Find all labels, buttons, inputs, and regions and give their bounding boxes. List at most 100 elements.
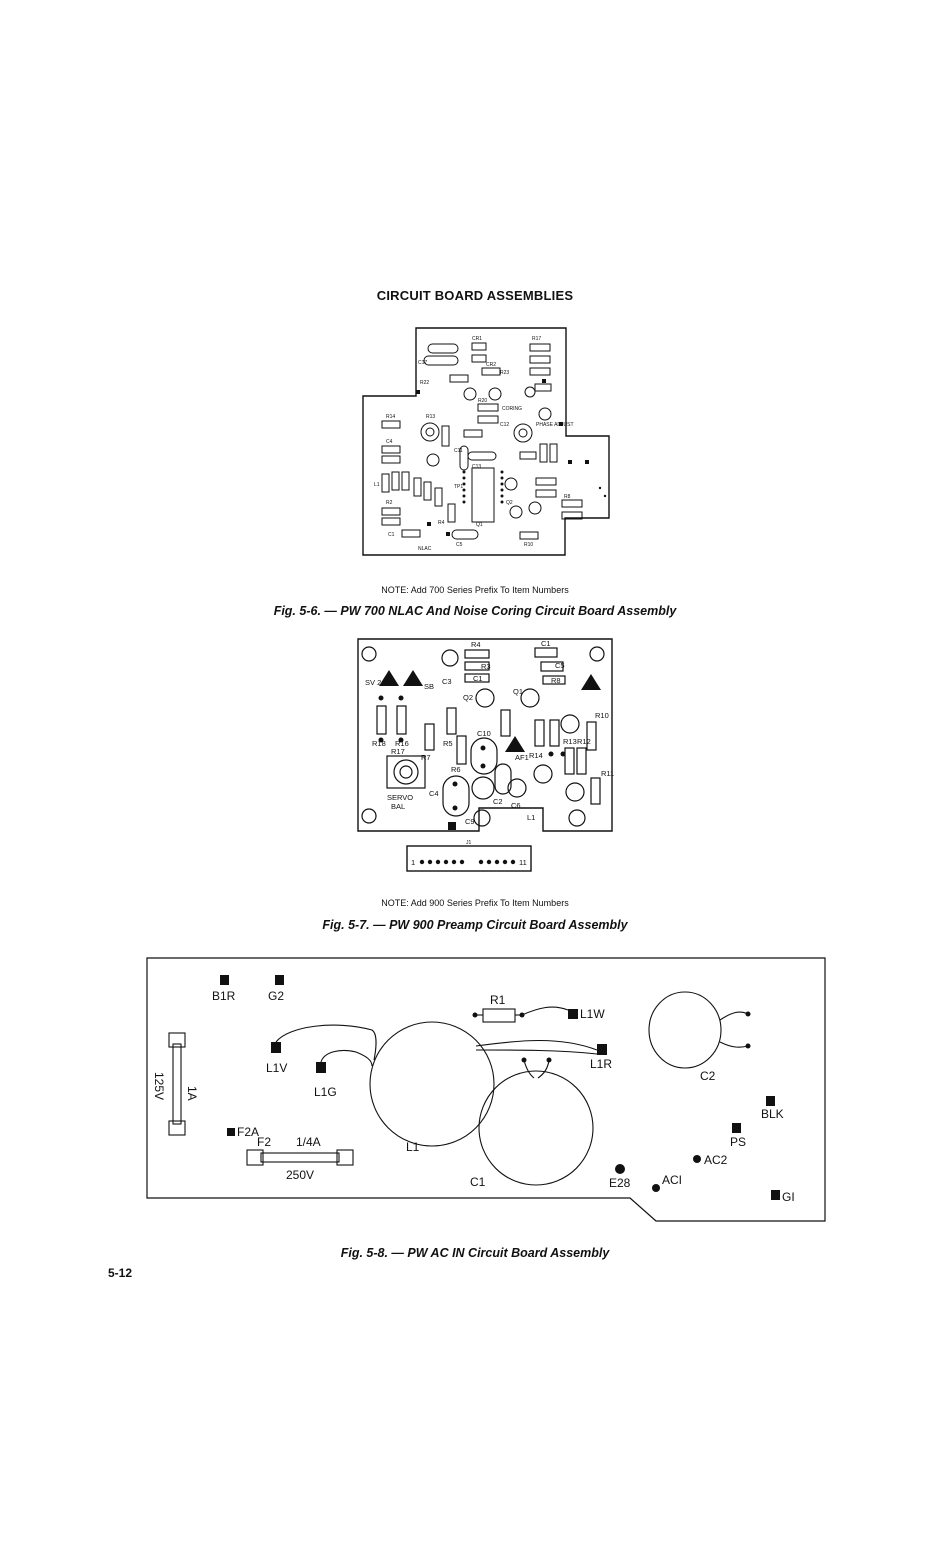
figure-5-6-diagram: CR1 R17 C17 CR2 R23 R22 CORING R14 R13 R…: [362, 327, 610, 556]
capacitor-c1: [534, 647, 558, 658]
connector-j1: [406, 845, 532, 872]
fuse-f2: [260, 1152, 340, 1163]
resistor-r1: [539, 443, 548, 463]
transistor-q5: [463, 387, 477, 401]
transistor-q1: [520, 688, 540, 708]
resistor-r6: [456, 735, 467, 765]
label-r22: R22: [420, 380, 429, 386]
label-pin1: 1: [411, 858, 415, 867]
resistor-r2: [381, 507, 401, 516]
label-r6: R6: [451, 765, 461, 774]
label-q2: Q2: [506, 500, 513, 506]
label-r14: R14: [386, 414, 395, 420]
label-ac2: AC2: [704, 1153, 728, 1167]
label-bal: BAL: [391, 802, 405, 811]
resistor-r21: [449, 374, 469, 383]
capacitor-c13: [467, 451, 497, 461]
transistor-q2: [475, 688, 495, 708]
figure-5-6-note: NOTE: Add 700 Series Prefix To Item Numb…: [381, 585, 569, 595]
label-c6: C6: [511, 801, 521, 810]
label-tp1: TP1: [454, 484, 463, 490]
terminal-ac2: [693, 1155, 701, 1163]
capacitor-c5: [540, 661, 564, 672]
resistor-r8: [381, 517, 401, 526]
label-c3: C3: [442, 677, 452, 686]
resistor-r13: [564, 747, 575, 775]
resistor-r9: [549, 443, 558, 463]
test-point-triangle: [505, 736, 525, 752]
capacitor-c5: [451, 529, 479, 540]
label-c5: C5: [456, 542, 463, 548]
resistor-r12: [441, 425, 450, 447]
label-l1: L1: [406, 1140, 420, 1154]
terminal-e28: [615, 1164, 625, 1174]
test-point-triangle: [379, 670, 399, 686]
label-c5: C5: [555, 661, 565, 670]
label-c1: C1: [388, 532, 395, 538]
label-ac1: ACI: [662, 1173, 682, 1187]
resistor-r10: [586, 721, 597, 751]
resistor-r4: [381, 445, 401, 454]
label-c2: C2: [700, 1069, 716, 1083]
resistor-r5b: [561, 499, 583, 508]
diode-cr1: [471, 342, 487, 351]
label-cr2: CR2: [486, 362, 496, 368]
resistor-r9: [549, 719, 560, 747]
capacitor-c10: [470, 737, 498, 775]
trimmer-phase-adjust: [513, 423, 533, 443]
test-point-triangle: [403, 670, 423, 686]
resistor-r14: [381, 420, 401, 429]
label-blk: BLK: [761, 1107, 784, 1121]
label-c11: C11: [454, 448, 463, 454]
label-c4: C4: [429, 789, 439, 798]
terminal-blk: [766, 1096, 775, 1106]
resistor-r19: [529, 367, 551, 376]
terminal-g2: [275, 975, 284, 985]
terminal-f2a: [227, 1128, 235, 1136]
label-r8: R8: [551, 676, 561, 685]
label-l1v: L1V: [266, 1061, 287, 1075]
transistor-q3: [441, 649, 459, 667]
label-sb: SB: [424, 682, 434, 691]
resistor-r16: [396, 705, 407, 735]
resistor-r3: [464, 661, 490, 671]
label-r13: R13: [563, 737, 577, 746]
terminal-l1w: [568, 1009, 578, 1019]
label-c1: C1: [541, 639, 551, 648]
resistor-r16: [534, 383, 552, 392]
resistor-c4: [401, 471, 410, 491]
resistor-r18: [376, 705, 387, 735]
transistor-q4: [560, 714, 580, 734]
resistor-r4b: [401, 529, 421, 538]
test-point-triangle: [581, 674, 601, 690]
capacitor-c16: [427, 343, 459, 354]
label-sv2: SV 2: [365, 678, 381, 687]
terminal-l1v: [271, 1042, 281, 1053]
resistor-r7b: [535, 477, 557, 486]
resistor-r12: [576, 747, 587, 775]
label-q2: Q2: [463, 693, 473, 702]
terminal-b1r: [220, 975, 229, 985]
label-r17: R17: [391, 747, 405, 756]
terminal-ac1: [652, 1184, 660, 1192]
transistor-q6: [538, 407, 552, 421]
resistor-c3: [391, 471, 400, 491]
label-c4: C4: [386, 439, 393, 445]
resistor-r11: [590, 777, 601, 805]
figure-5-7-caption: Fig. 5-7. — PW 900 Preamp Circuit Board …: [322, 918, 628, 932]
resistor-r9b: [447, 503, 456, 523]
terminal-g1: [771, 1190, 780, 1200]
resistor-r23: [481, 367, 501, 376]
inductor-l1: [369, 1021, 495, 1147]
ic-u1: [471, 467, 495, 523]
mounting-hole: [473, 809, 491, 827]
trimmer-r17: [386, 755, 426, 789]
label-b1r: B1R: [212, 989, 236, 1003]
resistor-r8b: [535, 489, 557, 498]
label-r18: R18: [372, 739, 386, 748]
capacitor-c2: [648, 991, 722, 1069]
page-heading: CIRCUIT BOARD ASSEMBLIES: [376, 288, 574, 303]
board-outline: [146, 957, 826, 1222]
mounting-hole: [589, 646, 605, 662]
label-c1: C1: [470, 1175, 486, 1189]
